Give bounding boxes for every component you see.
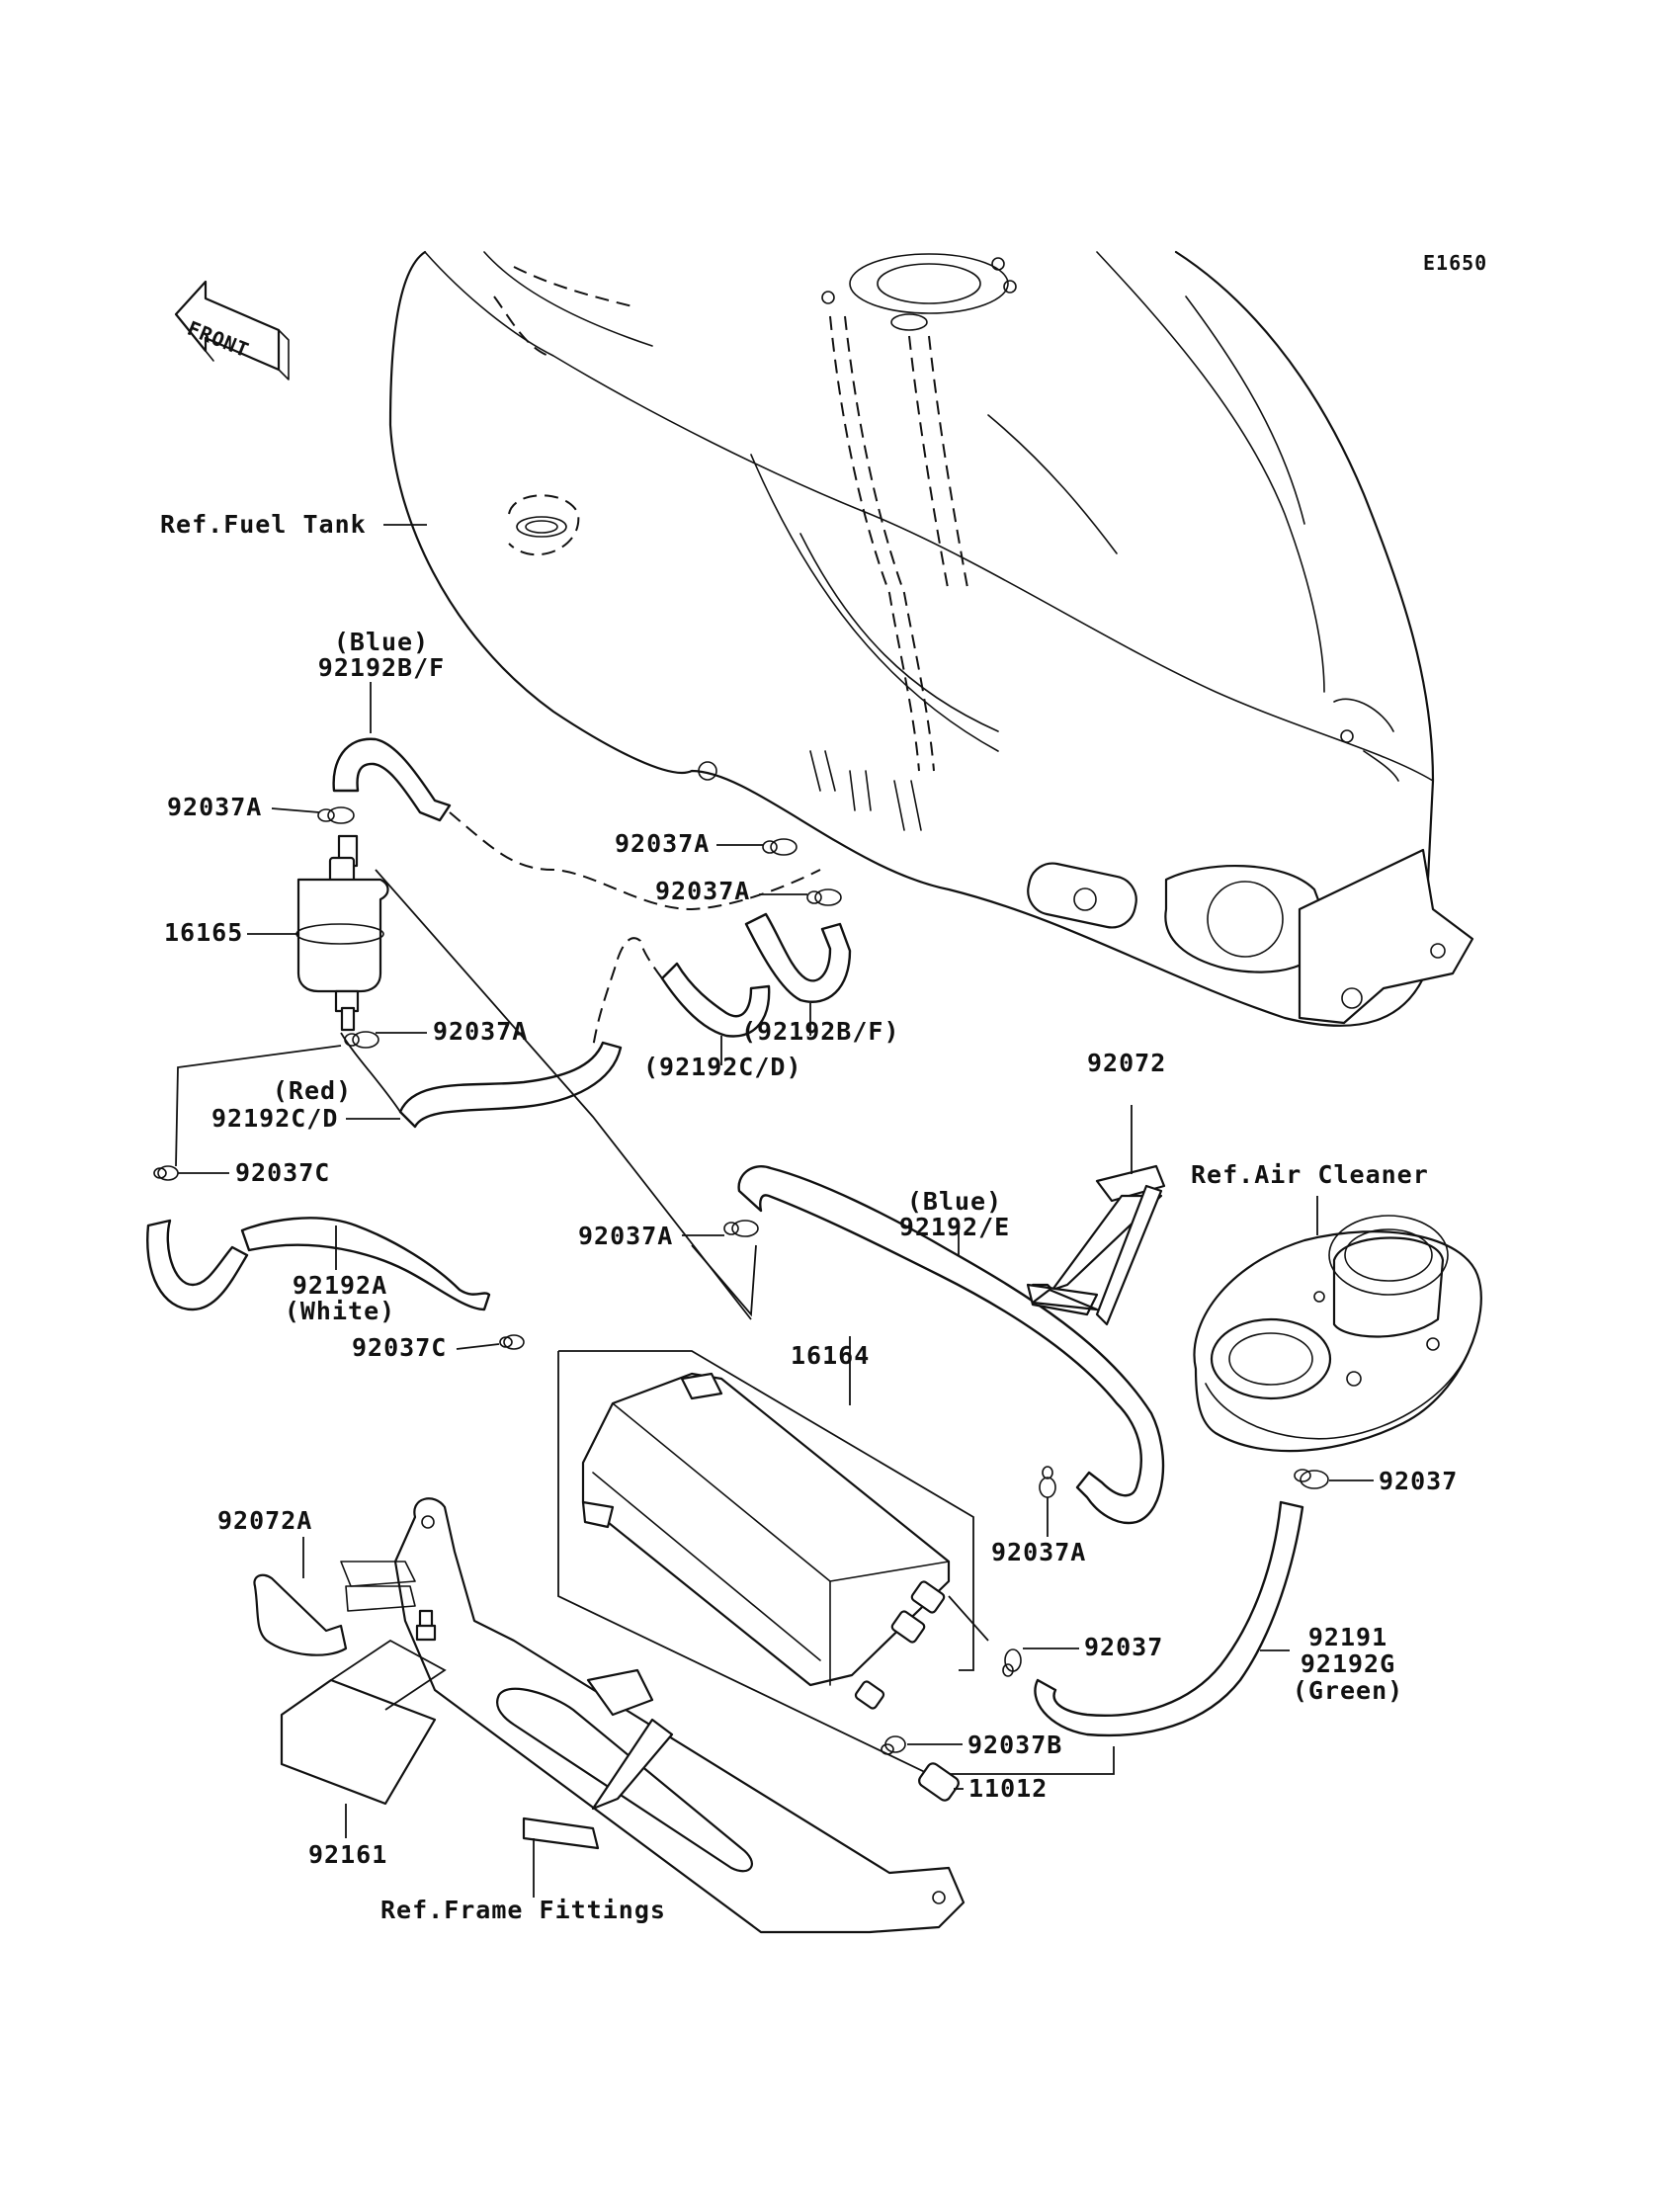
part-92037b-label: 92037B [967, 1731, 1063, 1759]
part-92192bf-label: 92192B/F [317, 653, 446, 682]
ref-fuel-tank-label: Ref.Fuel Tank [160, 510, 367, 539]
color-white-label: (White) [284, 1297, 396, 1325]
part-92037a-label: 92037A [433, 1017, 529, 1046]
strap-92072 [1026, 1164, 1166, 1326]
part-92192g-label: 92192G [1300, 1649, 1396, 1678]
part-16165-label: 16165 [164, 918, 244, 947]
part-92037a-label: 92037A [991, 1538, 1087, 1566]
part-92072a-label: 92072A [217, 1506, 313, 1535]
part-92072-label: 92072 [1087, 1049, 1167, 1077]
part-92192e-label: 92192/E [898, 1213, 1011, 1241]
frame-bracket [340, 1497, 966, 1934]
part-92192cd-paren-label: (92192C/D) [643, 1053, 802, 1081]
part-92037-label: 92037 [1379, 1467, 1459, 1495]
diagram-code: E1650 [1423, 251, 1488, 275]
ref-frame-fittings-label: Ref.Frame Fittings [380, 1896, 666, 1924]
color-green-label: (Green) [1292, 1676, 1404, 1705]
part-92037a-label: 92037A [578, 1222, 674, 1250]
fuel-tank [388, 250, 1474, 1027]
part-92037c-label: 92037C [352, 1333, 448, 1362]
part-92037-label: 92037 [1084, 1633, 1164, 1661]
color-red-label: (Red) [272, 1076, 353, 1105]
part-92161-label: 92161 [308, 1840, 388, 1869]
part-92037c-label: 92037C [235, 1158, 331, 1187]
part-92192bf-paren-label: (92192B/F) [741, 1017, 900, 1046]
part-92191-label: 92191 [1307, 1623, 1388, 1651]
front-arrow-icon [174, 280, 290, 380]
part-92192a-label: 92192A [292, 1271, 388, 1300]
part-92037a-label: 92037A [615, 829, 711, 858]
air-cleaner [1193, 1215, 1482, 1453]
part-92037a-label: 92037A [655, 877, 751, 905]
fuel-filter [295, 834, 389, 1032]
part-16164-label: 16164 [791, 1341, 871, 1370]
part-92037a-label: 92037A [167, 793, 263, 821]
part-11012-label: 11012 [968, 1774, 1049, 1803]
canister [581, 1372, 951, 1710]
ref-air-cleaner-label: Ref.Air Cleaner [1191, 1160, 1429, 1189]
part-92192cd-label: 92192C/D [211, 1104, 339, 1133]
color-blue-label: (Blue) [906, 1187, 1003, 1216]
color-blue-label: (Blue) [333, 628, 430, 656]
clamp-icon [317, 806, 355, 824]
